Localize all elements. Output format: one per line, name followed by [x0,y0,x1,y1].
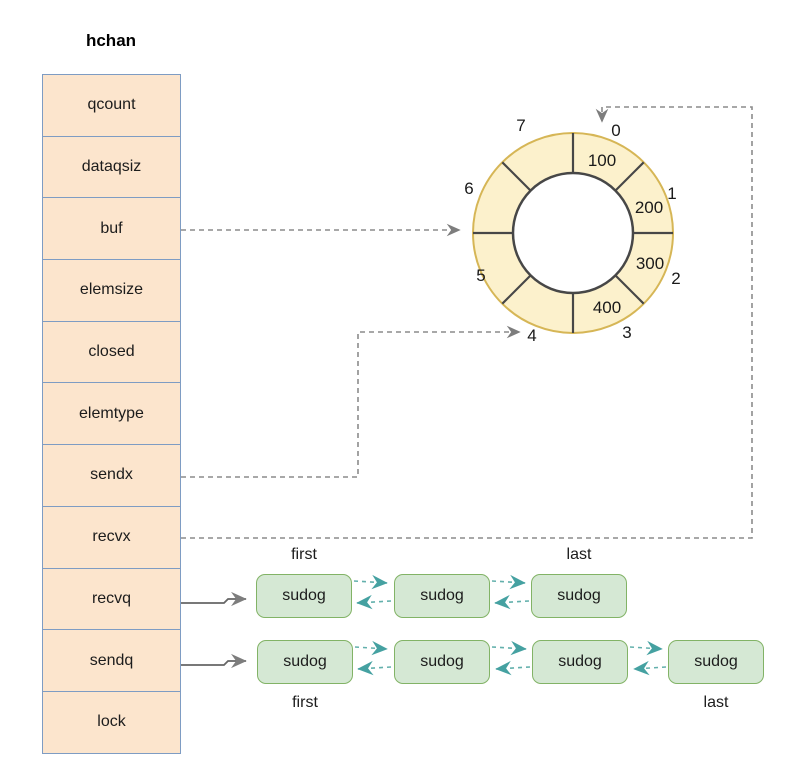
sendq-link-forward-3 [629,640,663,656]
struct-title: hchan [85,31,137,50]
ring-buffer: 0 1 2 3 4 5 6 7 100 200 300 400 [464,116,680,345]
field-elemtype: elemtype [42,382,181,446]
sendq-first-label: first [292,694,318,711]
recvq-pointer-arrow [181,591,247,607]
recvq-sudog-node-1: sudog [256,574,352,618]
recvq-sudog-node-2: sudog [394,574,490,618]
ring-spokes [473,133,673,333]
recvq-link-back-2 [494,594,530,610]
ring-slot-label-1: 1 [667,184,676,203]
sendq-pointer-arrow [181,653,247,669]
ring-slot-label-6: 6 [464,179,473,198]
ring-outer-circle [472,132,674,334]
recvq-sudog-node-3: sudog [531,574,627,618]
hchan-struct-table: qcount dataqsiz buf elemsize closed elem… [42,74,181,754]
recvq-link-forward-1 [353,574,388,590]
ring-value-slot0: 100 [588,151,616,170]
ring-slot-label-2: 2 [671,269,680,288]
ring-slot-label-0: 0 [611,121,620,140]
field-dataqsiz: dataqsiz [42,135,181,199]
field-recvq: recvq [42,567,181,631]
ring-slot-label-5: 5 [476,266,485,285]
field-sendx: sendx [42,444,181,507]
sendq-link-forward-2 [491,640,527,656]
ring-slot-label-4: 4 [527,326,536,345]
field-elemsize: elemsize [42,259,181,322]
sendq-link-back-3 [633,660,667,676]
sendq-sudog-node-4: sudog [668,640,764,684]
sendq-sudog-node-3: sudog [532,640,628,684]
sendq-link-forward-1 [354,640,388,656]
ring-slot-label-7: 7 [516,116,525,135]
sendq-last-label: last [703,694,729,711]
field-closed: closed [42,320,181,384]
recvx-pointer-arrow [181,106,753,539]
sendq-sudog-node-2: sudog [394,640,490,684]
recvq-link-forward-2 [491,574,526,590]
queue-head-arrows [181,591,247,669]
sendq-link-back-1 [357,660,392,676]
field-sendq: sendq [42,629,181,692]
recvq-link-back-1 [356,594,392,610]
ring-value-slot3: 400 [593,298,621,317]
field-lock: lock [42,690,181,754]
ring-slot-label-3: 3 [622,323,631,342]
sendx-pointer-arrow [181,325,521,478]
sendq-link-back-2 [495,660,531,676]
ring-value-slot2: 300 [636,254,664,273]
ring-value-slot1: 200 [635,198,663,217]
field-buf: buf [42,197,181,261]
recvq-last-label: last [566,546,592,563]
field-recvx: recvx [42,505,181,569]
sendq-sudog-node-1: sudog [257,640,353,684]
ring-inner-circle [511,171,635,295]
field-qcount: qcount [42,74,181,137]
recvq-first-label: first [291,546,317,563]
pointer-arrows [181,106,753,539]
